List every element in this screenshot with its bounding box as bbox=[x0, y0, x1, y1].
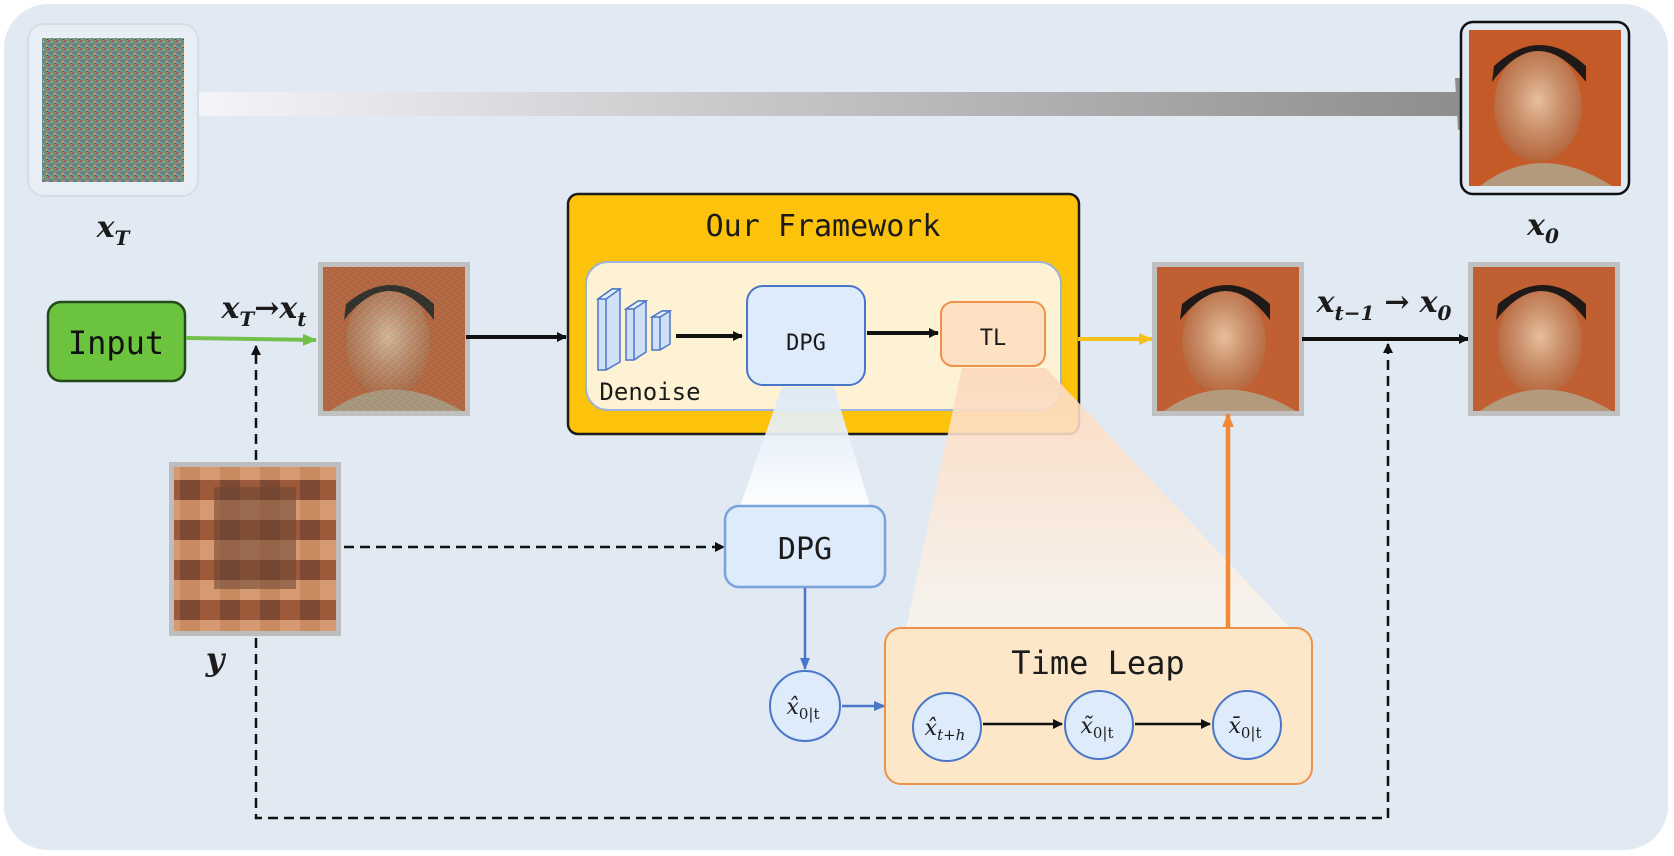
xT-to-xt-label: xT→xt bbox=[220, 291, 307, 331]
xhat-0t-node: x̂0|t bbox=[769, 670, 841, 742]
noisy-face-image bbox=[318, 262, 470, 416]
denoise-label: Denoise bbox=[599, 378, 700, 406]
dpg-module-small: DPG bbox=[746, 285, 866, 386]
noise-image bbox=[27, 23, 199, 197]
xt1-to-x0-label: xt−1→x0 bbox=[1316, 285, 1452, 325]
svg-text:x̂0|t: x̂0|t bbox=[786, 695, 819, 723]
dpg-small-label: DPG bbox=[786, 331, 826, 356]
dpg-zoom-projection bbox=[740, 387, 870, 506]
input-button-label: Input bbox=[68, 324, 164, 362]
svg-text:x̃0|t: x̃0|t bbox=[1080, 714, 1113, 742]
input-arrow bbox=[185, 333, 317, 346]
xhat-th-node: x̂t+h bbox=[912, 692, 982, 762]
x-T-label: xT bbox=[96, 210, 132, 250]
output-face-image bbox=[1152, 262, 1304, 416]
input-button[interactable]: Input bbox=[46, 300, 187, 383]
denoise-network-icon bbox=[595, 288, 673, 371]
svg-text:x̄0|t: x̄0|t bbox=[1228, 714, 1261, 742]
x-0-label: x0 bbox=[1526, 208, 1559, 248]
tl-zoom-projection bbox=[906, 368, 1290, 628]
xtilde-0t-node: x̃0|t bbox=[1064, 690, 1134, 760]
svg-text:x̂t+h: x̂t+h bbox=[925, 716, 966, 744]
dpg-large-label: DPG bbox=[778, 532, 832, 567]
tl-small-label: TL bbox=[980, 326, 1007, 351]
degraded-image-y bbox=[169, 462, 341, 636]
y-label: y bbox=[205, 640, 227, 678]
y-to-output-dashed-arrow bbox=[254, 343, 1393, 820]
final-image-top bbox=[1459, 20, 1631, 196]
final-face-image bbox=[1468, 262, 1620, 416]
time-leap-title: Time Leap bbox=[1011, 644, 1184, 682]
xbar-0t-node: x̄0|t bbox=[1212, 690, 1282, 760]
tl-module-small: TL bbox=[940, 301, 1046, 367]
framework-title: Our Framework bbox=[706, 209, 941, 244]
dpg-module-large: DPG bbox=[723, 504, 887, 589]
